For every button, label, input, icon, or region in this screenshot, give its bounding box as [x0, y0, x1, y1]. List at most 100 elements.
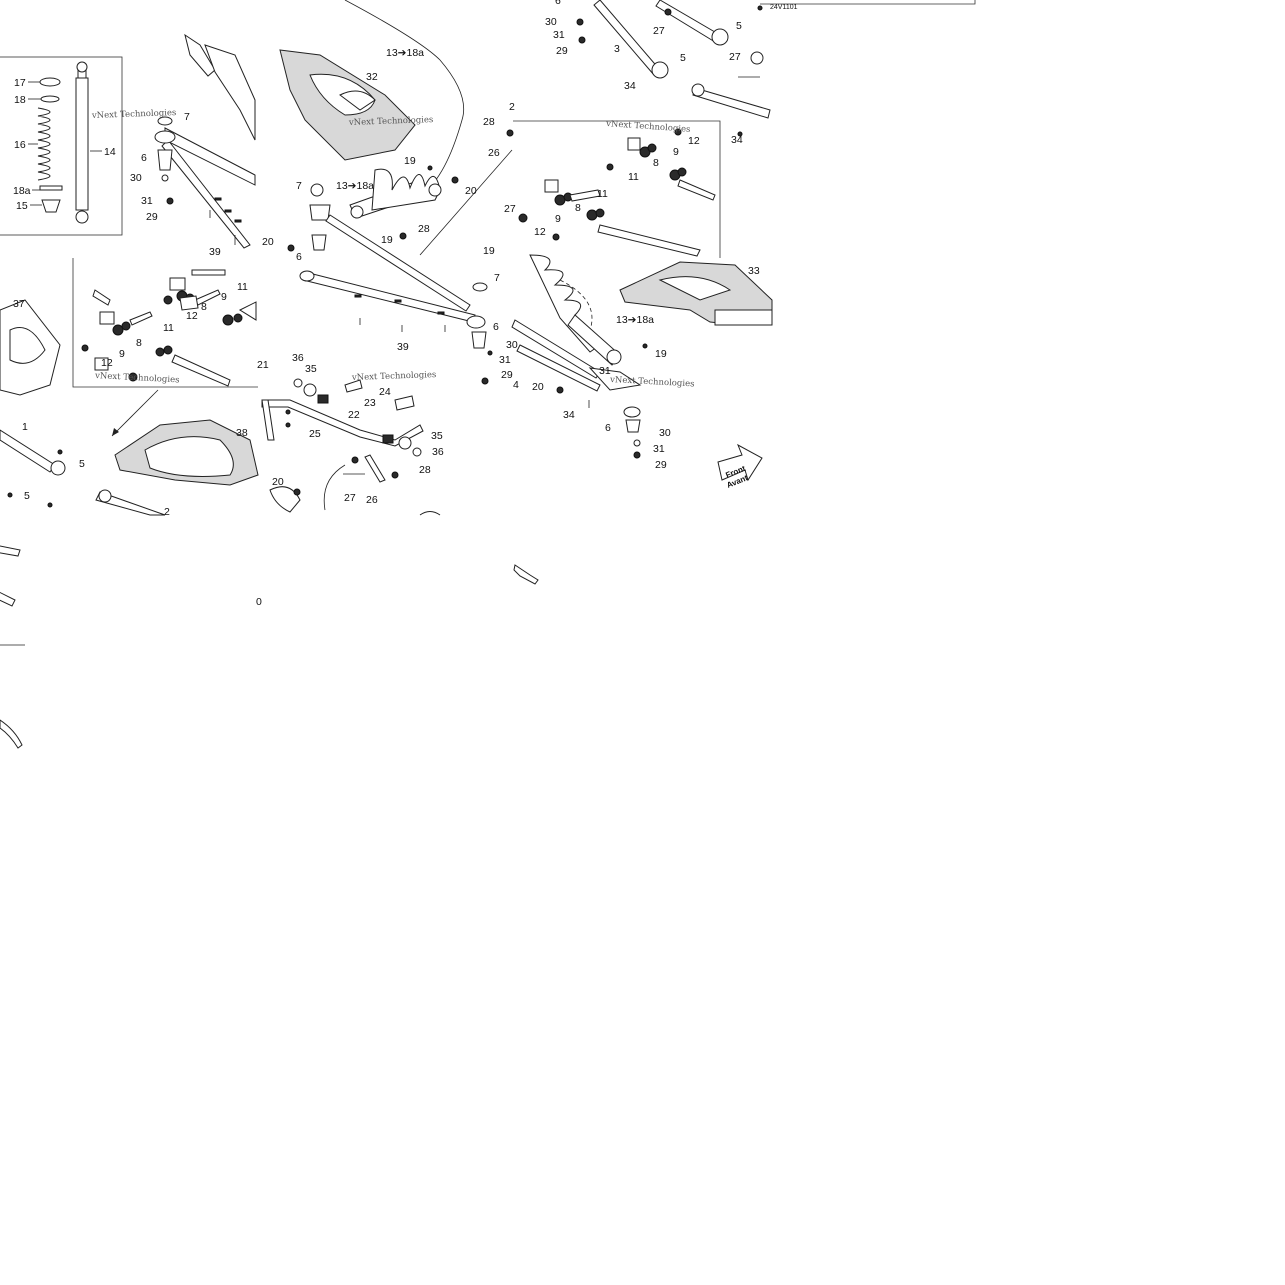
part-callout: 28	[419, 464, 431, 476]
part-callout: 37	[13, 298, 25, 310]
part-callout: 11	[628, 171, 639, 183]
part-callout: 39	[209, 246, 221, 258]
skid-plate-32	[279, 49, 416, 161]
part-callout: 11	[237, 281, 248, 293]
figure-code-frame	[760, 0, 976, 5]
part-callout: 6	[296, 251, 302, 263]
part-callout: 27	[653, 25, 665, 37]
part-callout: 19	[381, 234, 393, 246]
part-callout: 29	[556, 45, 568, 57]
centre-a-arm	[299, 214, 489, 385]
part-callout: 31	[141, 195, 153, 207]
part-callout: 15	[16, 200, 28, 212]
part-callout: 33	[748, 265, 760, 277]
part-callout: 17	[14, 77, 26, 89]
part-callout: 1	[22, 421, 28, 433]
part-callout: 5	[736, 20, 742, 32]
part-callout: 31	[653, 443, 665, 455]
part-callout: 27	[504, 203, 516, 215]
part-callout: 19	[655, 348, 667, 360]
callouts: 17 18 16 18a 15 14 7 6 30 31 29 39 37 11…	[13, 0, 760, 518]
part-callout: 19	[404, 155, 416, 167]
part-callout: 29	[501, 369, 513, 381]
part-callout: 9	[673, 146, 679, 158]
part-callout: 16	[14, 139, 26, 151]
front-upper-arm	[576, 0, 771, 137]
svg-text:0: 0	[256, 596, 262, 608]
part-callout: 7	[494, 272, 500, 284]
part-callout: 2	[509, 101, 515, 113]
part-callout: 31	[599, 365, 611, 377]
part-callout: 29	[655, 459, 667, 471]
detail-frames	[0, 0, 976, 511]
front-bushing-detail	[506, 128, 716, 257]
part-callout: 24	[379, 386, 391, 398]
part-callout: 30	[545, 16, 557, 28]
part-callout: 4	[513, 379, 519, 391]
part-callout: 35	[431, 430, 443, 442]
part-callout: 32	[366, 71, 378, 83]
part-callout: 2	[164, 506, 170, 518]
part-callout: 19	[483, 245, 495, 257]
watermark: vNext Technologies	[91, 108, 177, 121]
part-callout: 36	[292, 352, 304, 364]
watermarks: vNext Technologies vNext Technologies vN…	[91, 108, 695, 389]
part-callout: 28	[483, 116, 495, 128]
shock-detail-frame	[0, 56, 123, 236]
part-callout: 35	[305, 363, 317, 375]
part-callout: 30	[506, 339, 518, 351]
leader-curve-bottom	[323, 464, 346, 511]
skid-plate-38	[114, 419, 259, 486]
part-callout: 29	[146, 211, 158, 223]
part-callout: 13➔18a	[616, 314, 654, 326]
part-callout: 34	[624, 80, 636, 92]
part-callout: 27	[344, 492, 356, 504]
front-direction-arrow: Front Avant	[717, 443, 763, 490]
part-callout: 36	[432, 446, 444, 458]
part-callout: 30	[659, 427, 671, 439]
part-callout: 26	[366, 494, 378, 506]
part-callout: 6	[605, 422, 611, 434]
svg-text:21: 21	[257, 359, 269, 371]
part-callout: 12	[101, 357, 113, 369]
part-callout: 9	[119, 348, 125, 360]
part-callout: 27	[729, 51, 741, 63]
part-callout: 22	[348, 409, 360, 421]
part-callout: 14	[104, 146, 116, 158]
part-callout: 12	[534, 226, 546, 238]
part-callout: 8	[653, 157, 659, 169]
part-callout: 25	[309, 428, 321, 440]
part-callout: 8	[136, 337, 142, 349]
figure-code: 24V1101	[770, 4, 798, 11]
part-callout: 11	[163, 322, 174, 334]
dashed-leader	[559, 279, 593, 331]
part-callout: 8	[575, 202, 581, 214]
part-callout: 13➔18a	[336, 180, 374, 192]
leader-line-mid	[419, 149, 513, 256]
part-callout: 6	[555, 0, 561, 7]
part-callout: 34	[563, 409, 575, 421]
watermark: vNext Technologies	[348, 115, 434, 128]
watermark: vNext Technologies	[609, 375, 695, 389]
part-callout: 12	[688, 135, 700, 147]
part-callout: 26	[488, 147, 500, 159]
rear-bushing-detail	[81, 269, 257, 387]
part-callout: 8	[201, 301, 207, 313]
part-callout: 38	[236, 427, 248, 439]
centre-shock	[287, 165, 459, 252]
part-callout: 20	[532, 381, 544, 393]
front-bushing-detail-frame	[513, 120, 721, 258]
part-callout: 34	[731, 134, 743, 146]
part-callout: 20	[262, 236, 274, 248]
rear-bushing-detail-frame	[72, 258, 258, 388]
watermark: vNext Technologies	[351, 370, 437, 383]
part-callout: 11	[597, 188, 608, 200]
leader-arrow-rear	[111, 389, 159, 437]
part-callout: 31	[553, 29, 565, 41]
part-callout: 9	[555, 213, 561, 225]
skid-plate-33	[619, 261, 773, 326]
part-callout: 6	[141, 152, 147, 164]
part-callout: 18	[14, 94, 26, 106]
part-callout: 12	[186, 310, 198, 322]
